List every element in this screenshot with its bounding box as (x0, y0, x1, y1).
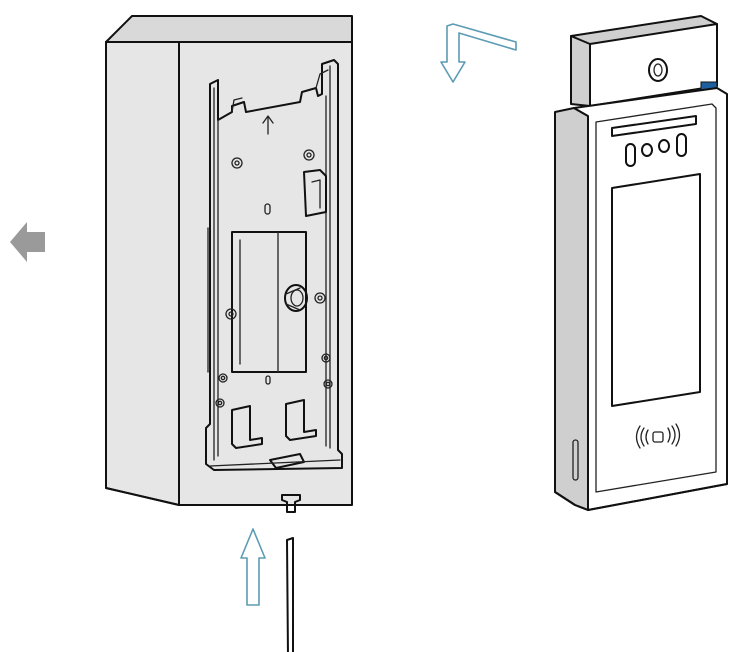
push-up-arrow-icon (240, 528, 266, 606)
camera-lens-icon (648, 58, 668, 82)
screw-hole (225, 308, 237, 320)
move-left-arrow-icon (10, 222, 45, 262)
allen-key-icon (286, 537, 294, 652)
surface-mount-box (105, 15, 353, 506)
screw-hole (218, 373, 228, 383)
screw-hole (314, 292, 326, 304)
screw-hole (323, 379, 333, 389)
screw-hole (321, 353, 331, 363)
screw-hole (231, 157, 243, 169)
slide-down-arrow-icon (440, 23, 517, 83)
contactless-card-icon (635, 423, 681, 449)
cable-boss (284, 284, 308, 312)
screw-hole (303, 149, 315, 161)
fixing-screw (281, 494, 301, 513)
screw-hole (215, 398, 225, 408)
mounting-backplate (205, 59, 343, 471)
access-control-terminal (554, 15, 728, 511)
